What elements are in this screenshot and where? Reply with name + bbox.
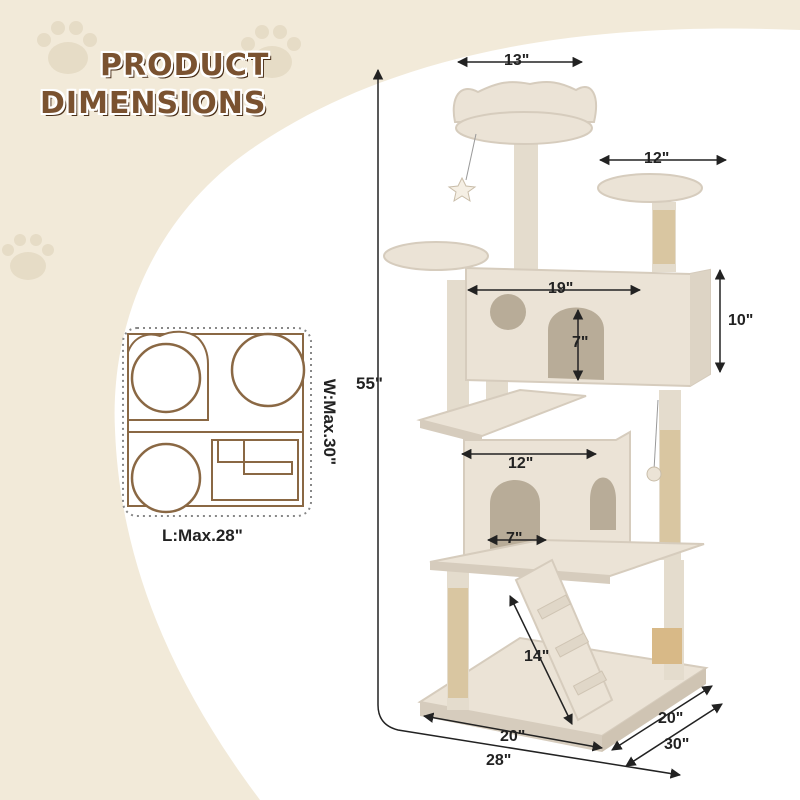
ramp-dimension: 14": [524, 648, 550, 665]
footprint-diagram: [122, 327, 312, 517]
condo-door-dimension: 7": [572, 334, 589, 351]
total-height-dimension: 55": [356, 374, 383, 393]
paw-icon: [241, 25, 301, 78]
lower-condo-width-dimension: 12": [508, 455, 534, 472]
title-line-2: DIMENSIONS: [40, 86, 267, 121]
dimension-lines: [372, 56, 728, 779]
paw-icon: [37, 21, 97, 74]
condo-width-dimension: 19": [548, 280, 574, 297]
lower-condo-door-dimension: 7": [506, 530, 523, 547]
footprint-length-label: L:Max.28": [162, 526, 243, 545]
base-depth-dimension: 20": [658, 710, 684, 727]
title-line-1: PRODUCT: [100, 48, 270, 83]
paw-icon: [2, 234, 54, 280]
condo-height-dimension: 10": [728, 312, 754, 329]
top-perch-dimension: 13": [504, 52, 530, 69]
footprint-length-dimension: 28": [486, 752, 512, 769]
right-platform-dimension: 12": [644, 150, 670, 167]
footprint-width-dimension: 30": [664, 736, 690, 753]
base-width-dimension: 20": [500, 728, 526, 745]
footprint-width-label: W:Max.30": [320, 378, 339, 466]
